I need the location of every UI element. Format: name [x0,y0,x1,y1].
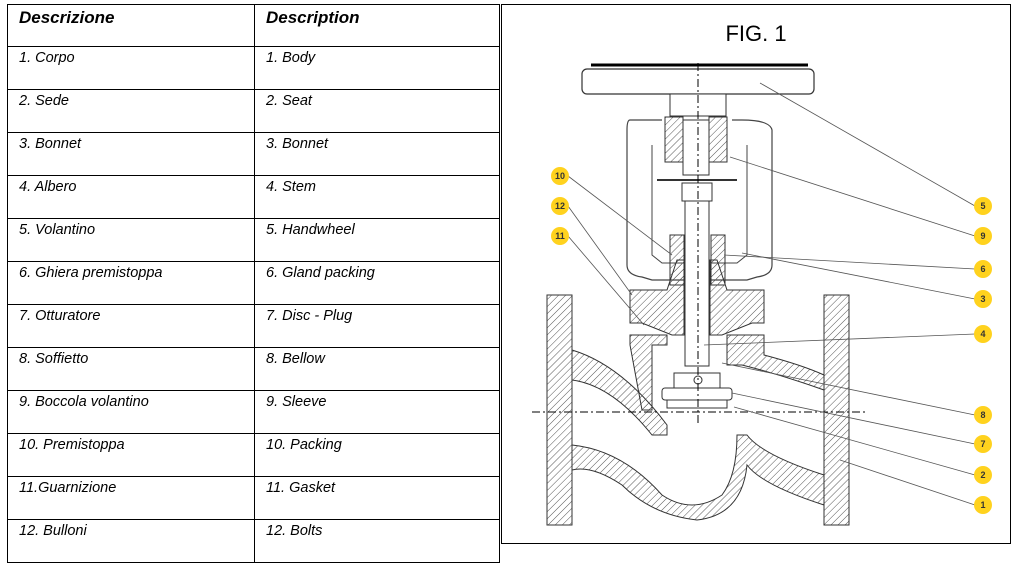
figure-title: FIG. 1 [725,21,787,46]
stem [657,179,737,367]
cell-descrizione: 11.Guarnizione [7,476,255,520]
leader-line [731,392,976,445]
callout-number: 4 [980,329,985,339]
leader-line [759,82,976,207]
leader-line [703,333,976,346]
cell-description: 6. Gland packing [254,261,500,305]
callout-number: 3 [980,294,985,304]
sleeve [664,116,728,176]
valve-cross-section-diagram: 10 12 11 5 9 6 3 4 8 7 2 1 [532,63,992,526]
callout-number: 10 [555,171,565,181]
callout-number: 12 [555,201,565,211]
cell-descrizione: 7. Otturatore [7,304,255,348]
callout-number: 9 [980,231,985,241]
callout-badge: 8 [974,406,992,424]
cell-descrizione: 1. Corpo [7,46,255,90]
callout-badge: 1 [974,496,992,514]
leader-line [741,252,976,300]
cell-descrizione: 6. Ghiera premistoppa [7,261,255,305]
callout-badge: 6 [974,260,992,278]
cell-descrizione: 5. Volantino [7,218,255,262]
cell-description: 11. Gasket [254,476,500,520]
cell-description: 7. Disc - Plug [254,304,500,348]
callout-number: 5 [980,201,985,211]
table-header-row: Descrizione Description [7,4,500,47]
callout-badge: 3 [974,290,992,308]
bonnet [629,259,765,336]
cell-descrizione: 8. Soffietto [7,347,255,391]
callout-number: 6 [980,264,985,274]
callout-badge: 11 [551,227,569,245]
cell-description: 1. Body [254,46,500,90]
leader-line [729,156,976,237]
cell-descrizione: 3. Bonnet [7,132,255,176]
callout-number: 2 [980,470,985,480]
leader-line [567,235,645,326]
leader-line [721,362,976,416]
callout-number: 8 [980,410,985,420]
centerlines [532,63,867,425]
cell-descrizione: 12. Bulloni [7,519,255,563]
cell-description: 5. Handwheel [254,218,500,262]
callout-badges: 10 12 11 5 9 6 3 4 8 7 2 1 [551,167,992,514]
cell-descrizione: 2. Sede [7,89,255,133]
callout-badge: 4 [974,325,992,343]
callout-badge: 12 [551,197,569,215]
header-descrizione: Descrizione [7,4,255,47]
callout-number: 1 [980,500,985,510]
cell-description: 4. Stem [254,175,500,219]
callout-badge: 2 [974,466,992,484]
leader-lines [567,82,976,506]
cell-description: 2. Seat [254,89,500,133]
callout-number: 11 [555,231,565,241]
leader-line [839,459,976,506]
callout-number: 7 [980,439,985,449]
cell-description: 9. Sleeve [254,390,500,434]
cell-descrizione: 10. Premistoppa [7,433,255,477]
cell-description: 10. Packing [254,433,500,477]
leader-line [567,205,633,296]
cell-description: 12. Bolts [254,519,500,563]
callout-badge: 9 [974,227,992,245]
figure-panel: FIG. 1 [501,4,1011,544]
cell-descrizione: 4. Albero [7,175,255,219]
leader-line [567,175,673,256]
cell-description: 3. Bonnet [254,132,500,176]
cell-descrizione: 9. Boccola volantino [7,390,255,434]
disc-plug [661,372,733,409]
callout-badge: 10 [551,167,569,185]
valve-body [546,294,850,526]
callout-badge: 7 [974,435,992,453]
header-description: Description [254,4,500,47]
callout-badge: 5 [974,197,992,215]
cell-description: 8. Bellow [254,347,500,391]
leader-line [733,406,976,476]
